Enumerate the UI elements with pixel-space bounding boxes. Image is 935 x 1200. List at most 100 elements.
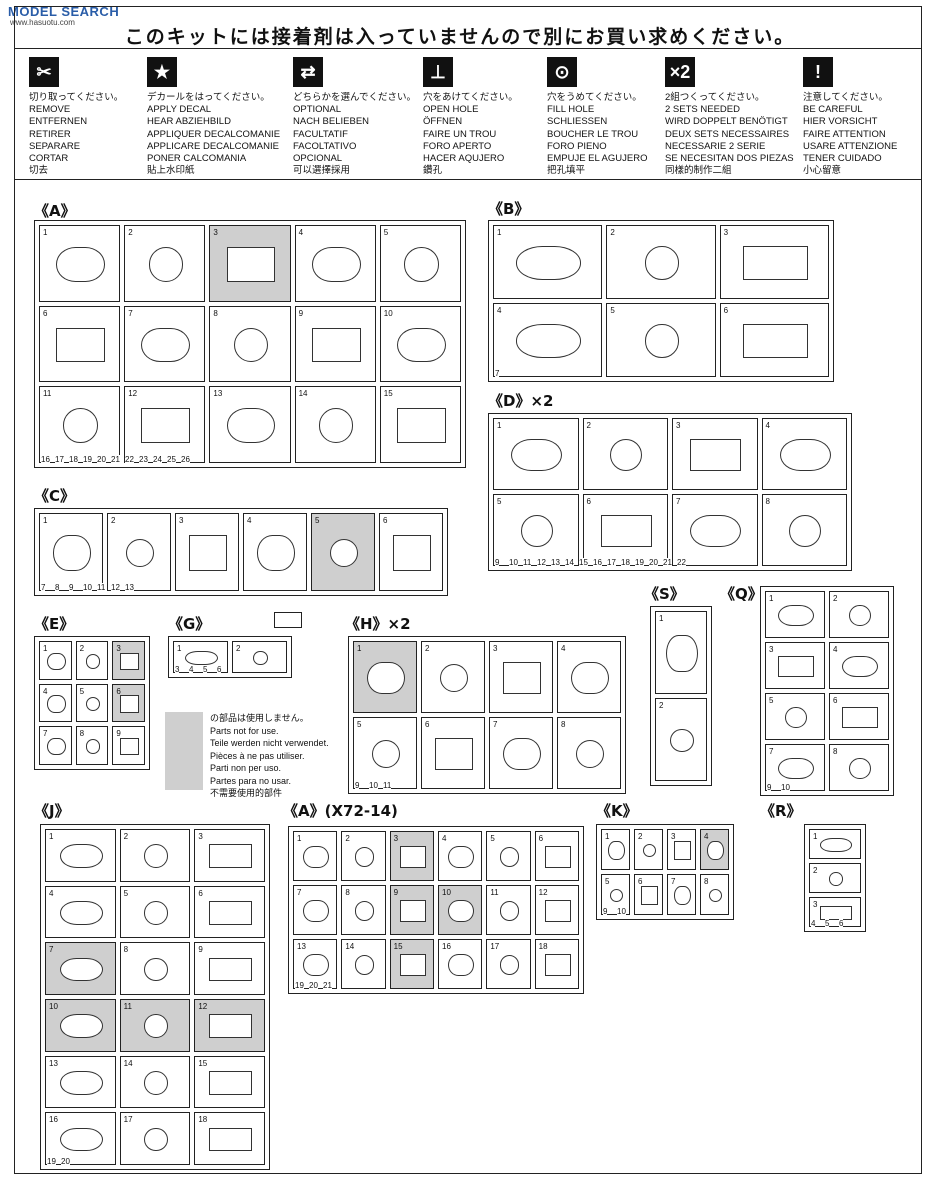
- sprue-cell: 6: [719, 303, 829, 377]
- part-number: 11: [97, 583, 106, 592]
- part-number: 4: [704, 832, 709, 841]
- legend-text: HEAR ABZIEHBILD: [147, 116, 231, 128]
- sprue-cell: 1: [601, 829, 630, 870]
- model-part: [253, 650, 268, 666]
- part-number: 7: [493, 720, 498, 729]
- sprue-cell: 15: [194, 1055, 265, 1109]
- legend-text: USARE ATTENZIONE: [803, 140, 898, 152]
- model-part: [849, 757, 871, 780]
- part-number: 13: [297, 942, 306, 951]
- legend-text: CORTAR: [29, 153, 69, 165]
- sprue-cell: 2: [119, 829, 191, 882]
- sprue-cell: 11: [39, 386, 121, 463]
- part-number: 16: [442, 942, 451, 951]
- model-part: [447, 953, 475, 977]
- part-number: 11: [43, 389, 52, 399]
- model-part: [46, 737, 67, 756]
- part-number: 9: [603, 907, 608, 916]
- sprue-cell: 18: [534, 939, 579, 989]
- part-number: 5: [383, 228, 389, 237]
- legend-text: APPLIQUER DECALCOMANIE: [147, 128, 281, 140]
- model-part: [226, 408, 276, 443]
- part-number: 10: [383, 308, 393, 318]
- model-part: [144, 1127, 168, 1152]
- part-number: 6: [217, 665, 222, 674]
- model-part: [600, 514, 652, 548]
- part-number: 20: [61, 1157, 70, 1166]
- part-number: 20: [649, 558, 658, 567]
- part-number: 14: [565, 558, 574, 567]
- legend-text: TENER CUIDADO: [803, 153, 882, 165]
- part-number: 4: [49, 888, 54, 898]
- legend-text: 穴をあけてください。: [423, 92, 518, 103]
- section-label-b: 《B》: [488, 200, 530, 218]
- sprue-cell: 14: [294, 386, 376, 463]
- part-number: 2: [586, 421, 591, 430]
- part-number: 4: [43, 686, 48, 696]
- part-number: 18: [621, 558, 630, 567]
- model-part: [46, 695, 67, 713]
- model-part: [399, 899, 427, 923]
- sprue-cell: 2: [232, 641, 287, 673]
- model-part: [502, 737, 542, 771]
- model-part: [515, 324, 582, 358]
- part-number: 25: [167, 455, 176, 464]
- model-part: [499, 955, 520, 975]
- model-part: [502, 661, 542, 695]
- model-part: [670, 728, 694, 753]
- part-number: 8: [704, 877, 709, 886]
- part-number: 14: [345, 942, 355, 951]
- sprue-cell: 3: [765, 642, 825, 689]
- sprue-cell: 2: [421, 641, 485, 713]
- model-part: [60, 1014, 103, 1039]
- part-number: 2: [638, 832, 643, 841]
- part-number: 5: [610, 306, 615, 315]
- legend-text: 貼上水印紙: [147, 165, 195, 177]
- sprue-cell: 1: [45, 829, 116, 882]
- model-part: [515, 246, 582, 280]
- model-part: [144, 957, 168, 982]
- part-number: 6: [383, 516, 388, 525]
- model-part: [666, 634, 698, 673]
- part-number: 5: [605, 877, 610, 886]
- part-number: 19: [295, 981, 304, 990]
- model-part: [209, 1071, 252, 1095]
- sprue-cell: 7: [667, 874, 696, 915]
- model-part: [397, 327, 446, 363]
- model-part: [404, 247, 439, 282]
- part-number: 17: [55, 455, 64, 464]
- sprue-cell: 4: [45, 885, 116, 939]
- part-number: 2: [111, 516, 116, 525]
- sprue-cell: 8: [761, 494, 847, 566]
- model-part: [397, 408, 446, 443]
- model-part: [785, 706, 807, 729]
- sprue-cell: 2: [582, 418, 668, 490]
- part-number: 15: [198, 1058, 208, 1068]
- sprue-cell: 1: [353, 641, 417, 713]
- part-number: 1: [357, 644, 362, 653]
- part-number: 21: [663, 558, 672, 567]
- part-number: 4: [442, 834, 447, 843]
- sprue-cell: 12: [194, 999, 265, 1052]
- part-number: 1: [43, 516, 48, 525]
- model-part: [209, 957, 252, 982]
- model-part: [645, 324, 679, 358]
- part-number: 12: [128, 389, 138, 399]
- part-number: 4: [561, 644, 566, 653]
- part-number: 6: [538, 834, 544, 843]
- sprue-cell: 1: [655, 611, 707, 694]
- model-part: [60, 844, 103, 869]
- section-label-g: 《G》: [168, 615, 211, 633]
- sprue-cell: 3: [672, 418, 758, 490]
- part-number: 7: [49, 945, 54, 955]
- model-part: [849, 604, 871, 627]
